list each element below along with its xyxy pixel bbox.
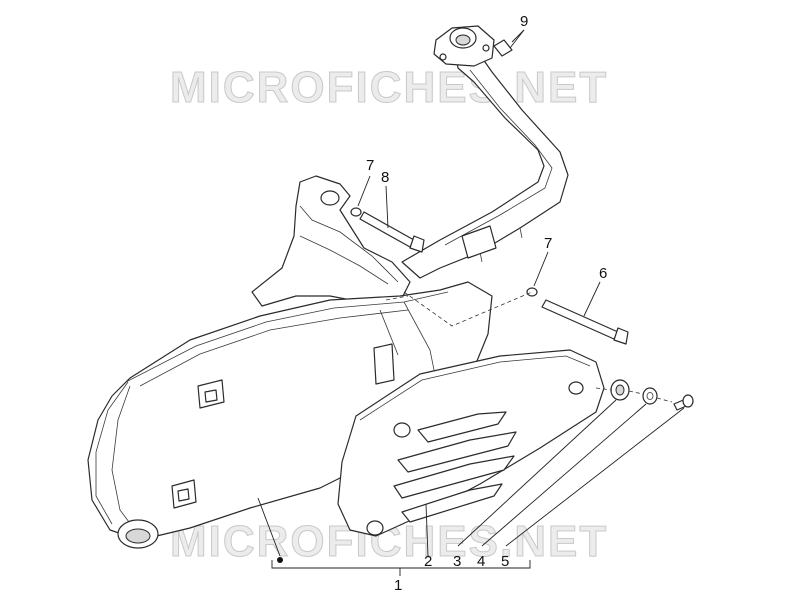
bolt-6 [541,299,629,345]
washer-7-lower [526,287,538,297]
assembly-line-7-lower [403,291,533,327]
callout-4: 4 [477,553,485,570]
assembly-line-fasteners [595,387,673,403]
washer-4 [642,387,658,405]
stud-9 [493,29,525,57]
watermark-top: MICROFICHES.NET [170,63,608,112]
bolt-8 [359,211,425,253]
callout-1: 1 [394,577,402,594]
callout-3: 3 [453,553,461,570]
callout-6: 6 [599,265,607,282]
callout-7-lower: 7 [544,235,552,252]
grommet-3 [610,379,630,401]
reference-dot [277,557,283,563]
pipe-flange [433,25,495,67]
muffler [87,281,493,549]
heat-shield [337,349,605,537]
callout-5: 5 [501,553,509,570]
callout-9: 9 [520,13,528,30]
callout-7-upper: 7 [366,157,374,174]
callout-8: 8 [381,169,389,186]
screw-5 [673,394,694,411]
callout-2: 2 [424,553,432,570]
assembly-line-shield [385,295,409,301]
washer-7-upper [350,207,362,217]
exhaust-pipe [401,51,569,279]
muffler-bracket [251,175,411,307]
leader-lines [257,29,685,576]
